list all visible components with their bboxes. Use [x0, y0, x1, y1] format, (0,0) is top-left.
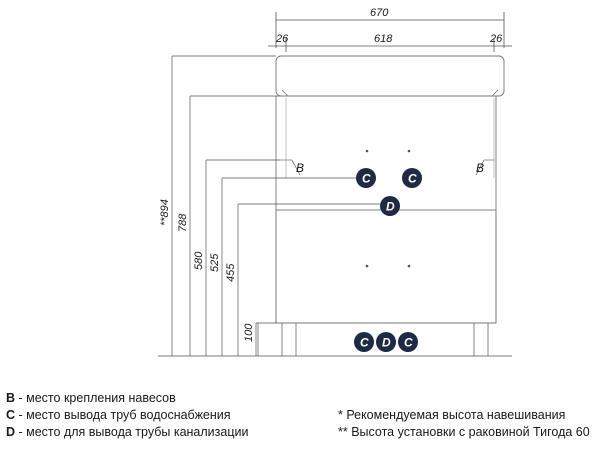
countertop [275, 55, 505, 97]
svg-text:C: C [362, 172, 371, 186]
svg-text:C: C [404, 336, 413, 350]
note-install-height: ** Высота установки с раковиной Тигода 6… [338, 425, 590, 439]
dim-894-label: **894 [159, 199, 171, 226]
dim-580-label: 580 [193, 251, 205, 270]
dim-455-label: 455 [225, 263, 237, 282]
dimension-inner-width [268, 38, 512, 52]
dim-26-right-label: 26 [489, 33, 503, 45]
dim-670-label: 670 [370, 7, 389, 19]
svg-text:C: C [360, 336, 369, 350]
hanger-marker-left [280, 159, 301, 176]
cabinet-legs [257, 323, 489, 356]
legend-item-b: B - место крепления навесов [6, 391, 176, 405]
dim-525-label: 525 [209, 253, 221, 272]
legend-left: B - место крепления навесов C - место вы… [6, 390, 248, 441]
legend-item-d: D - место для вывода трубы канализации [6, 425, 249, 439]
marker-d-middle: D [380, 196, 400, 216]
height-dimensions [171, 55, 380, 356]
dim-100-label: 100 [243, 323, 255, 342]
legend-right: * Рекомендуемая высота навешивания ** Вы… [338, 407, 590, 441]
dim-618-label: 618 [374, 33, 393, 45]
marker-c-bottom-left: C [354, 332, 374, 352]
svg-text:C: C [408, 172, 417, 186]
marker-d-bottom: D [376, 332, 396, 352]
marker-c-left: C [356, 168, 376, 188]
marker-b-left-label: B [296, 161, 304, 175]
note-recommended-height: * Рекомендуемая высота навешивания [338, 408, 566, 422]
svg-text:D: D [382, 336, 391, 350]
dimension-total-width [275, 12, 505, 48]
dim-788-label: 788 [177, 213, 189, 232]
marker-b-right-label: B [476, 161, 484, 175]
dim-26-left-label: 26 [275, 33, 289, 45]
marker-c-right: C [402, 168, 422, 188]
mounting-dots [365, 149, 411, 268]
legend-item-c: C - место вывода труб водоснабжения [6, 408, 231, 422]
svg-text:D: D [386, 200, 395, 214]
marker-c-bottom-right: C [398, 332, 418, 352]
hanger-marker-right [475, 159, 494, 176]
